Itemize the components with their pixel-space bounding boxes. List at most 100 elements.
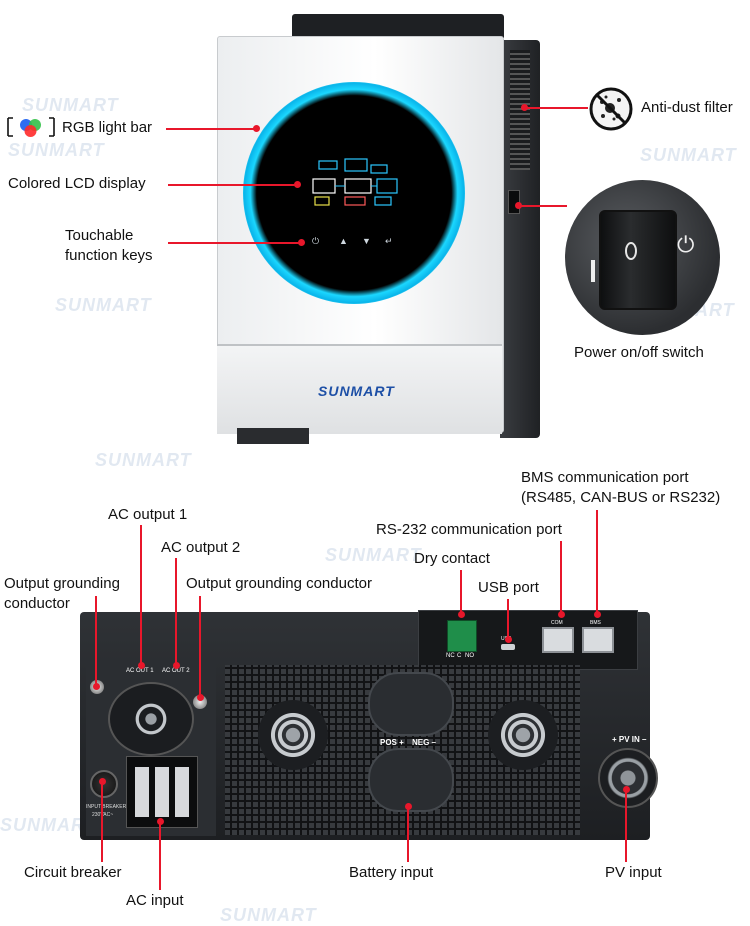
label-touch-keys-2: function keys bbox=[65, 247, 153, 264]
label-ac-output-1: AC output 1 bbox=[108, 506, 188, 523]
callout-line bbox=[519, 205, 567, 207]
watermark: SUNMART bbox=[95, 450, 192, 470]
callout-dot bbox=[505, 636, 512, 643]
watermark: SUNMART bbox=[640, 145, 737, 165]
label-ac-input: AC input bbox=[126, 892, 184, 909]
label-ac-output-2: AC output 2 bbox=[161, 539, 241, 556]
inverter-top-mount bbox=[292, 14, 504, 38]
label-bms-port-2: (RS485, CAN-BUS or RS232) bbox=[521, 489, 721, 506]
inverter-side-panel bbox=[500, 40, 540, 438]
label-touch-keys-1: Touchable bbox=[65, 227, 134, 244]
label-pv-input: PV input bbox=[605, 864, 662, 881]
callout-line bbox=[525, 107, 588, 109]
no-label: NO bbox=[465, 653, 474, 659]
nc-label: NC bbox=[446, 653, 455, 659]
callout-dot bbox=[558, 611, 565, 618]
callout-dot bbox=[405, 803, 412, 810]
bms-port bbox=[582, 627, 614, 653]
watermark: SUNMART bbox=[22, 95, 119, 115]
label-circuit-breaker: Circuit breaker bbox=[24, 864, 122, 881]
callout-line bbox=[166, 128, 256, 130]
rgb-icon bbox=[6, 115, 56, 139]
on-symbol-icon bbox=[591, 260, 595, 282]
label-out-ground-left-2: conductor bbox=[4, 595, 70, 612]
callout-dot bbox=[253, 125, 260, 132]
touch-keys: ⏻ ▲ ▼ ↵ bbox=[312, 236, 412, 250]
down-key-icon[interactable]: ▼ bbox=[362, 236, 371, 246]
power-icon: ⏻ bbox=[677, 232, 695, 257]
dry-contact-terminal bbox=[447, 620, 477, 652]
callout-dot bbox=[594, 611, 601, 618]
label-usb-port: USB port bbox=[478, 579, 539, 596]
terminal-slot bbox=[155, 767, 169, 817]
rocker-switch[interactable] bbox=[599, 210, 677, 310]
usb-port bbox=[501, 644, 515, 650]
lcd-display bbox=[312, 158, 398, 206]
terminal-slot bbox=[135, 767, 149, 817]
label-bms-port-1: BMS communication port bbox=[521, 469, 689, 486]
cooling-fan-right bbox=[488, 700, 558, 770]
off-symbol-icon bbox=[625, 242, 637, 260]
up-key-icon[interactable]: ▲ bbox=[339, 236, 348, 246]
label-out-ground-right: Output grounding conductor bbox=[186, 575, 372, 592]
no-dust-icon bbox=[588, 86, 634, 132]
callout-line bbox=[460, 570, 462, 614]
callout-line bbox=[168, 184, 296, 186]
terminal-slot bbox=[175, 767, 189, 817]
cooling-fan-left bbox=[258, 700, 328, 770]
neg-label: NEG – bbox=[412, 738, 437, 747]
pos-label: POS + bbox=[380, 738, 404, 747]
callout-dot bbox=[93, 683, 100, 690]
callout-line bbox=[596, 510, 598, 614]
callout-dot bbox=[173, 662, 180, 669]
label-colored-lcd: Colored LCD display bbox=[8, 175, 146, 192]
watermark: SUNMART bbox=[220, 905, 317, 925]
callout-line bbox=[199, 596, 201, 696]
ac-output-gland bbox=[108, 682, 194, 756]
bms-label: BMS bbox=[590, 620, 601, 626]
label-rs232-port: RS-232 communication port bbox=[376, 521, 562, 538]
power-switch-zoom: ⏻ bbox=[565, 180, 720, 335]
com-port bbox=[542, 627, 574, 653]
battery-pos-port bbox=[368, 672, 454, 736]
callout-dot bbox=[99, 778, 106, 785]
c-label: C bbox=[457, 653, 462, 659]
callout-line bbox=[168, 242, 300, 244]
anti-dust-filter-vents bbox=[510, 50, 530, 170]
input-breaker-label: INPUT BREAKER bbox=[86, 804, 127, 810]
label-out-ground-left-1: Output grounding bbox=[4, 575, 120, 592]
callout-line bbox=[140, 525, 142, 665]
callout-line bbox=[560, 541, 562, 614]
callout-line bbox=[175, 558, 177, 665]
callout-dot bbox=[197, 694, 204, 701]
brand-logo: SUNMART bbox=[318, 383, 395, 399]
com-label: COM bbox=[551, 620, 563, 626]
callout-dot bbox=[458, 611, 465, 618]
callout-dot bbox=[138, 662, 145, 669]
pv-input-connector bbox=[598, 748, 658, 808]
callout-dot bbox=[521, 104, 528, 111]
watermark: SUNMART bbox=[55, 295, 152, 315]
enter-key-icon[interactable]: ↵ bbox=[385, 236, 393, 246]
callout-line bbox=[95, 596, 97, 686]
callout-line bbox=[507, 599, 509, 639]
callout-dot bbox=[157, 818, 164, 825]
battery-neg-port bbox=[368, 748, 454, 812]
ac-input-terminal bbox=[126, 756, 198, 828]
ac-out1-label: AC OUT 1 bbox=[126, 668, 154, 674]
watermark: SUNMART bbox=[8, 140, 105, 160]
label-dry-contact: Dry contact bbox=[414, 550, 490, 567]
callout-dot bbox=[515, 202, 522, 209]
pv-in-label: + PV IN – bbox=[612, 735, 647, 744]
callout-dot bbox=[298, 239, 305, 246]
ac-out2-label: AC OUT 2 bbox=[162, 668, 190, 674]
callout-line bbox=[159, 822, 161, 890]
callout-line bbox=[101, 782, 103, 862]
label-power-switch: Power on/off switch bbox=[574, 344, 704, 361]
callout-line bbox=[407, 807, 409, 862]
power-key-icon[interactable]: ⏻ bbox=[312, 236, 320, 246]
label-anti-dust: Anti-dust filter bbox=[641, 99, 733, 116]
inverter-bottom-bracket bbox=[237, 428, 309, 444]
watermark: SUNMART bbox=[325, 545, 422, 565]
callout-dot bbox=[623, 786, 630, 793]
